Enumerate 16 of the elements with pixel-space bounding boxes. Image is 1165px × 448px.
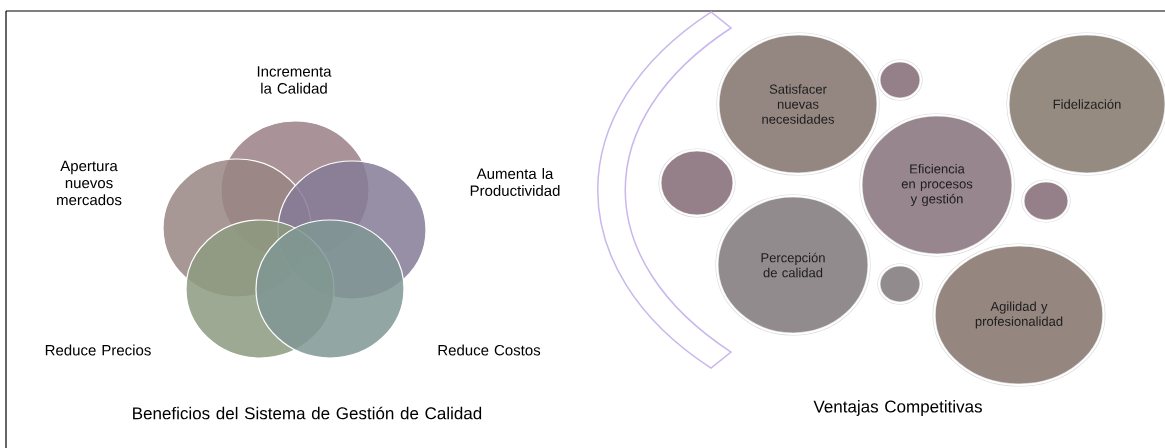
circle-label: Reduce Precios bbox=[45, 344, 151, 356]
bubble bbox=[877, 59, 923, 101]
bubble bbox=[877, 263, 923, 305]
circle-label: Incrementa la Calidad bbox=[257, 66, 332, 94]
circle-label: Aumenta la Productividad bbox=[470, 168, 560, 196]
circle-label: Apertura nuevos mercados bbox=[57, 160, 122, 206]
section-title: Ventajas Competitivas bbox=[813, 400, 982, 416]
text-bubble: Eficiencia en procesos y gestión bbox=[859, 113, 1015, 257]
text-bubble: Agilidad y profesionalidad bbox=[932, 243, 1106, 387]
text-bubble: Satisfacer nuevas necesidades bbox=[716, 32, 880, 176]
circle-label: Reduce Costos bbox=[438, 344, 541, 356]
bubble bbox=[1021, 179, 1071, 223]
text-bubble: Percepción de calidad bbox=[715, 194, 871, 336]
bubble bbox=[658, 148, 736, 218]
section-title: Beneficios del Sistema de Gestión de Calidad bbox=[133, 406, 482, 420]
text-bubble: Fidelización bbox=[1006, 32, 1165, 176]
